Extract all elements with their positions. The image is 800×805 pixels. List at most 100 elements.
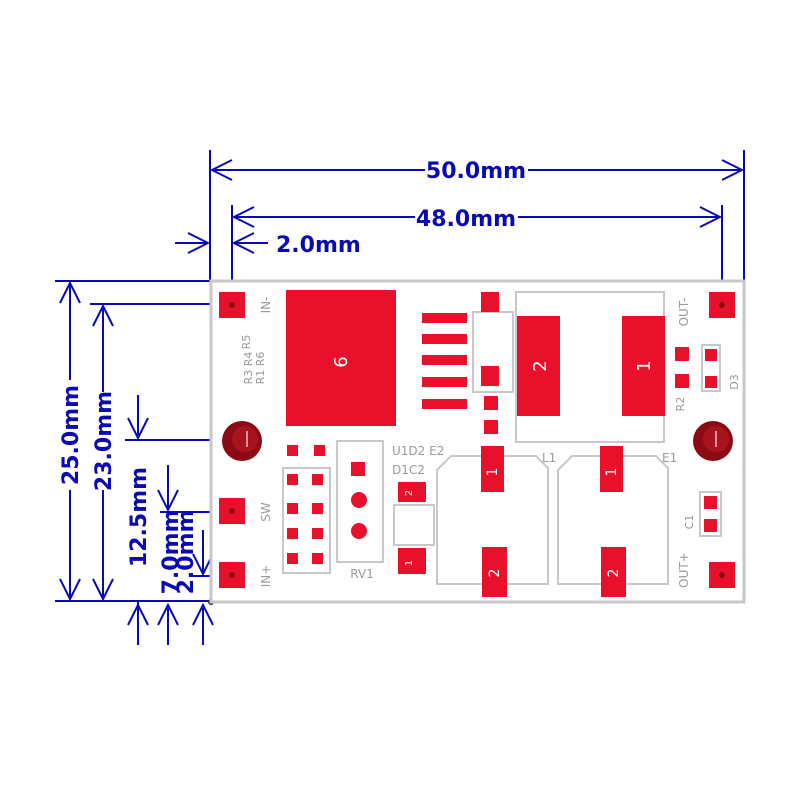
mount-hole-left-inner (232, 426, 258, 452)
dim-12-arrow-top (127, 417, 149, 441)
rv1-pin-1 (351, 462, 365, 476)
dim-2-arrow-right (231, 232, 255, 254)
dim-48-arrow-left (231, 206, 255, 228)
d2-pad-2-label: 2 (530, 360, 551, 371)
u1-pin (422, 334, 467, 344)
rn-pad (287, 553, 298, 564)
rn-outline (282, 467, 331, 574)
silk-u1-d2-e2: U1D2 E2 (392, 444, 444, 458)
rv1-pin-2 (351, 492, 367, 508)
silk-out-plus: OUT+ (677, 552, 691, 588)
silk-in-plus: IN+ (259, 565, 273, 588)
silk-r1-r6: R1 R6 (254, 352, 267, 385)
rn-pad (312, 553, 323, 564)
pad-in-minus-hole (229, 302, 235, 308)
l1-pad-1-label: 1 (485, 468, 501, 477)
d2-pad-1-label: 1 (634, 360, 655, 371)
pad-out-plus-hole (719, 572, 725, 578)
silk-e1: E1 (662, 451, 677, 465)
e1-outline (557, 455, 669, 585)
rn-pad (287, 528, 298, 539)
dim-label-50: 50.0mm (426, 159, 526, 184)
l1-pad-1 (481, 446, 504, 492)
l1-pad-2-label: 2 (487, 569, 503, 578)
rv1-pin-3 (351, 523, 367, 539)
silk-out-minus: OUT- (677, 298, 691, 327)
dim-2-arrow-left (187, 232, 211, 254)
dim-label-7: 7.0mm (159, 510, 184, 595)
d1-pad-1 (398, 548, 426, 574)
rv1-outline (336, 440, 384, 563)
r2-pad-b (675, 374, 689, 388)
u1-pad (286, 290, 396, 426)
u1-pin (422, 355, 467, 365)
pad-out-minus-hole (719, 302, 725, 308)
silk-r5: R5 (240, 335, 253, 350)
small-pad-bottom (481, 366, 499, 386)
pcb-board: IN- SW IN+ OUT- OUT+ R5 R3 R4 R1 R6 6 2 (209, 279, 746, 604)
c1-outline (699, 491, 722, 537)
u1-pins (422, 313, 467, 409)
l1-pad-2 (482, 547, 507, 597)
dim-label-2v: 2.0mm (174, 510, 199, 595)
dim-25-arrow-bottom (59, 578, 81, 602)
dim-label-25: 25.0mm (59, 385, 84, 485)
dim-label-23: 23.0mm (92, 391, 117, 491)
d1-outline (393, 504, 435, 546)
rn-pad (287, 445, 298, 456)
d3-pad-b (705, 376, 717, 388)
d2-pad-2 (517, 316, 560, 416)
dim-label-2: 2.0mm (276, 233, 361, 258)
e1-pad-2-label: 2 (606, 569, 622, 578)
dim-48-arrow-right (699, 206, 723, 228)
e1-pad-2 (601, 547, 626, 597)
resistor-network (282, 445, 331, 574)
dim-label-48: 48.0mm (416, 207, 516, 232)
d1-pad-2 (398, 482, 426, 502)
dim-7-arrow-bottom (157, 602, 179, 626)
u1-pin (422, 377, 467, 387)
rn-pad (314, 445, 325, 456)
u1-pin (422, 313, 467, 323)
pad-sw-hole (229, 508, 235, 514)
e1-pad-1-label: 1 (604, 468, 620, 477)
pad-in-plus-hole (229, 572, 235, 578)
rn-pad (312, 474, 323, 485)
dim-2v-arrow-bottom (192, 602, 214, 626)
dim-label-12-5: 12.5mm (127, 467, 152, 567)
dimension-lines (55, 150, 745, 645)
silk-sw: SW (259, 502, 273, 522)
rn-pad (312, 528, 323, 539)
silk-c1: C1 (683, 515, 696, 530)
rn-pad (287, 474, 298, 485)
silk-d3: D3 (728, 374, 741, 389)
silk-r3-r4: R3 R4 (242, 352, 255, 385)
dim-23-arrow-bottom (92, 578, 114, 602)
d3-outline (701, 344, 721, 392)
u1-pad-label: 6 (331, 356, 352, 367)
d2-pad-1 (622, 316, 665, 416)
e1-pad-1 (600, 446, 623, 492)
silk-in-minus: IN- (259, 297, 273, 314)
silk-l1: L1 (542, 451, 556, 465)
u1-pin (422, 399, 467, 409)
c1-pad-b (704, 519, 717, 532)
silk-r2: R2 (674, 397, 687, 412)
silk-rv1: RV1 (350, 567, 374, 581)
dim-23-arrow-top (92, 303, 114, 327)
small-pad-b (484, 420, 498, 434)
small-pad-a (484, 396, 498, 410)
dim-50-arrow-right (721, 159, 745, 181)
rn-pad (312, 503, 323, 514)
d1-pad-2-label: 2 (404, 490, 415, 496)
terminal-pads (219, 292, 735, 588)
dim-50-arrow-left (209, 159, 233, 181)
d3-pad-a (705, 349, 717, 361)
d1-pad-1-label: 1 (404, 560, 415, 566)
r2-pad-a (675, 347, 689, 361)
rn-pad (287, 503, 298, 514)
small-pad-top (481, 292, 499, 312)
silk-d1-c2: D1C2 (392, 463, 425, 477)
